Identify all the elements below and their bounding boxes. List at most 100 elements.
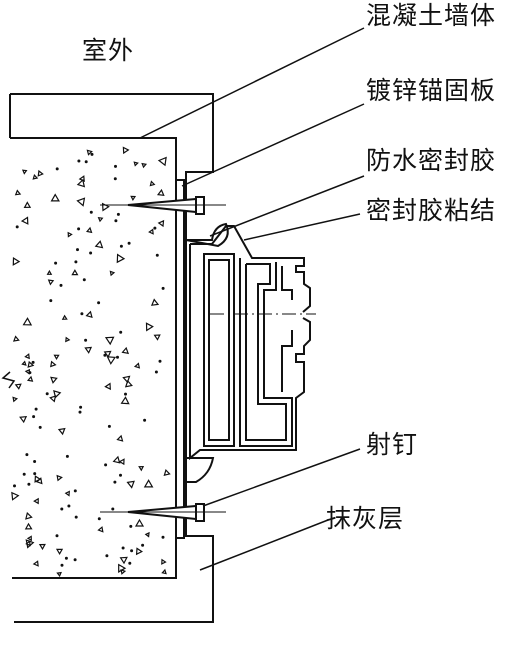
aggregate-dot xyxy=(123,392,127,396)
aggregate-dot xyxy=(77,227,81,231)
aggregate-dot xyxy=(25,453,29,457)
aggregate-triangle xyxy=(103,350,112,358)
aggregate-dot xyxy=(64,556,68,560)
aggregate-dot xyxy=(143,418,147,422)
aggregate-triangle xyxy=(50,376,58,384)
galvanized-anchor-plate xyxy=(175,179,185,539)
aggregate-dot xyxy=(104,463,108,467)
aggregate-dot xyxy=(27,482,31,486)
aggregate-triangle xyxy=(94,240,104,249)
aggregate-triangle xyxy=(133,161,139,167)
aggregate-triangle xyxy=(37,169,44,177)
aggregate-dot xyxy=(34,407,38,411)
aggregate-triangle xyxy=(161,568,167,575)
sealant-bond-label: 密封胶粘结 xyxy=(366,196,497,225)
aggregate-triangle xyxy=(21,360,27,366)
aggregate-triangle xyxy=(56,474,63,482)
aggregate-dot xyxy=(74,260,78,264)
aggregate-dot xyxy=(89,210,93,214)
aggregate-dot xyxy=(31,360,35,364)
nail-label: 射钉 xyxy=(366,430,419,459)
aggregate-dot xyxy=(75,248,79,252)
galvanized-plate-label: 镀锌锚固板 xyxy=(366,76,497,105)
aggregate-triangle xyxy=(11,491,20,501)
aggregate-triangle xyxy=(104,382,111,391)
aggregate-triangle xyxy=(22,317,33,326)
aggregate-triangle xyxy=(23,201,32,209)
aggregate-triangle xyxy=(33,497,39,505)
aggregate-dot xyxy=(153,226,157,230)
aggregate-triangle xyxy=(157,219,165,228)
aggregate-dot xyxy=(127,241,131,245)
concrete-wall-label: 混凝土墙体 xyxy=(366,1,497,30)
aggregate-triangle xyxy=(163,468,171,477)
aggregate-triangle xyxy=(61,314,68,320)
lower-nail xyxy=(100,503,226,522)
aggregate-triangle xyxy=(38,543,46,551)
aggregate-dot xyxy=(79,405,83,409)
aggregate-dot xyxy=(45,392,49,396)
aggregate-triangle xyxy=(124,379,133,388)
concrete-aggregate-dots xyxy=(11,146,171,578)
aggregate-triangle xyxy=(112,455,121,464)
aggregate-triangle xyxy=(141,162,148,169)
aggregate-triangle xyxy=(143,479,154,488)
aggregate-dot xyxy=(89,251,93,255)
aggregate-triangle xyxy=(157,156,167,167)
aggregate-triangle xyxy=(35,477,43,485)
sealant-fillet-top xyxy=(185,222,229,248)
aggregate-triangle xyxy=(25,540,31,547)
aggregate-dot xyxy=(107,424,111,428)
aggregate-triangle xyxy=(145,322,154,332)
aggregate-dot xyxy=(84,338,88,342)
aggregate-dot xyxy=(90,152,94,156)
aggregate-triangle xyxy=(121,346,130,355)
leader-galvanized-plate xyxy=(181,103,365,187)
leader-lines xyxy=(139,27,365,571)
aggregate-triangle xyxy=(46,269,53,275)
aggregate-dot xyxy=(73,489,77,493)
aggregate-triangle xyxy=(26,535,32,542)
aggregate-dot xyxy=(154,370,158,374)
aggregate-triangle xyxy=(20,216,29,225)
aggregate-dot xyxy=(65,454,69,458)
leader-sealant-bond xyxy=(243,213,361,241)
aggregate-triangle xyxy=(64,490,70,497)
leader-plaster-layer xyxy=(199,519,329,571)
aggregate-triangle xyxy=(126,480,135,489)
aggregate-dot xyxy=(73,558,77,562)
aggregate-dot xyxy=(128,561,132,565)
aggregate-triangle xyxy=(49,395,57,403)
aggregate-dot xyxy=(77,159,81,163)
aggregate-dot xyxy=(22,472,26,476)
aggregate-triangle xyxy=(50,193,60,202)
aggregate-dot xyxy=(49,299,53,303)
aggregate-triangle xyxy=(47,279,55,286)
aggregate-dot xyxy=(105,554,109,558)
aggregate-dot xyxy=(119,244,123,248)
aggregate-triangle xyxy=(153,334,161,341)
aggregate-dot xyxy=(54,261,58,265)
aggregate-dot xyxy=(111,507,115,511)
aggregate-triangle xyxy=(67,231,73,238)
aggregate-triangle xyxy=(97,216,104,223)
aggregate-triangle xyxy=(25,511,33,520)
aggregate-triangle xyxy=(116,434,124,442)
aggregate-dot xyxy=(129,524,133,528)
plaster-layer-label: 抹灰层 xyxy=(326,504,405,533)
aggregate-triangle xyxy=(148,228,154,235)
aggregate-triangle xyxy=(109,270,116,277)
aggregate-dot xyxy=(38,425,42,429)
aggregate-dot xyxy=(103,353,107,357)
aggregate-triangle xyxy=(56,571,62,578)
aggregate-triangle xyxy=(118,458,125,466)
aggregate-triangle xyxy=(120,396,130,405)
aggregate-triangle xyxy=(156,188,165,197)
aggregate-triangle xyxy=(116,253,126,264)
aggregate-dot xyxy=(55,167,59,171)
break-mark xyxy=(1,371,16,389)
aggregate-dot xyxy=(13,484,17,488)
aggregate-dot xyxy=(130,549,134,553)
